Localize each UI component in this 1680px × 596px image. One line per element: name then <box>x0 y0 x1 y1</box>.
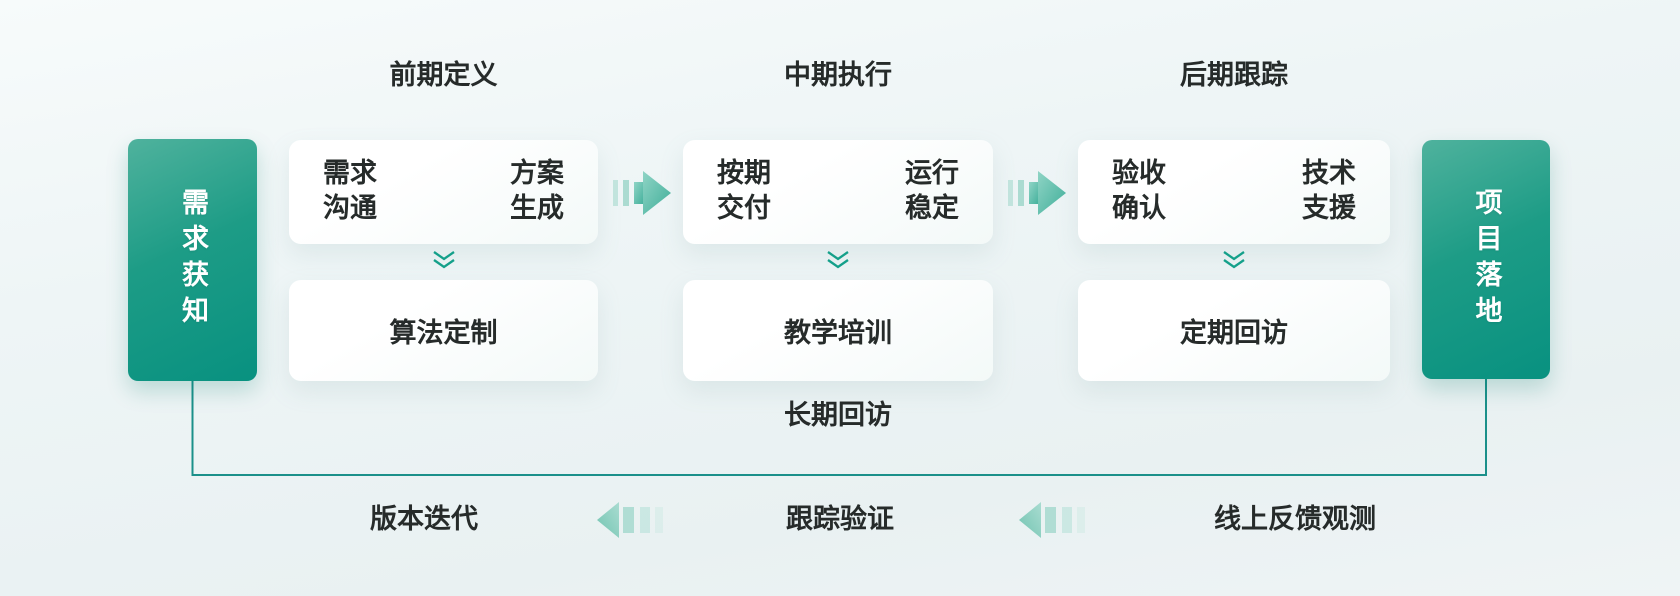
phase-header: 前期定义 <box>389 60 498 91</box>
phase-top-card: 按期 交付 运行 稳定 <box>683 140 993 244</box>
fast-forward-right-arrow-icon <box>613 169 673 217</box>
phase-top-card: 验收 确认 技术 支援 <box>1078 140 1390 244</box>
fast-forward-right-arrow-icon <box>1008 169 1068 217</box>
stage-start-label: 需求获知 <box>177 188 208 332</box>
phase-header: 中期执行 <box>784 60 892 91</box>
stage-end-label: 项目落地 <box>1470 187 1502 332</box>
feedback-item-tracking-verification: 跟踪验证 <box>786 504 894 535</box>
phase-bottom-card: 算法定制 <box>289 280 598 381</box>
bottom-card-label: 定期回访 <box>1180 318 1288 349</box>
phase-top-card: 需求 沟通 方案 生成 <box>289 140 598 244</box>
feedback-item-version-iteration: 版本迭代 <box>370 504 478 535</box>
top-card-item: 按期 交付 <box>717 158 771 224</box>
top-card-item: 运行 稳定 <box>905 158 959 224</box>
double-chevron-down-icon <box>825 249 851 271</box>
fast-forward-left-arrow-icon <box>597 502 663 538</box>
double-chevron-down-icon <box>1221 249 1247 271</box>
phase-column-late-tracking: 后期跟踪 验收 确认 技术 支援 定期回访 <box>1078 0 1390 596</box>
stage-card-project-landing: 项目落地 <box>1422 140 1550 379</box>
phase-column-early-definition: 前期定义 需求 沟通 方案 生成 算法定制 <box>289 0 598 596</box>
bottom-card-label: 算法定制 <box>389 318 498 349</box>
stage-card-demand-intake: 需求获知 <box>128 139 257 381</box>
top-card-item: 验收 确认 <box>1112 158 1166 224</box>
top-card-item: 方案 生成 <box>510 158 564 224</box>
phase-column-mid-execution: 中期执行 按期 交付 运行 稳定 教学培训 <box>683 0 993 596</box>
phase-bottom-card: 定期回访 <box>1078 280 1390 381</box>
phase-header: 后期跟踪 <box>1180 60 1288 91</box>
double-chevron-down-icon <box>431 249 457 271</box>
top-card-item: 技术 支援 <box>1302 158 1356 224</box>
feedback-item-online-feedback-observation: 线上反馈观测 <box>1214 504 1376 535</box>
bottom-card-label: 教学培训 <box>784 318 892 349</box>
phase-bottom-card: 教学培训 <box>683 280 993 381</box>
top-card-item: 需求 沟通 <box>323 158 377 224</box>
long-term-followup-label: 长期回访 <box>784 400 892 431</box>
fast-forward-left-arrow-icon <box>1019 502 1085 538</box>
